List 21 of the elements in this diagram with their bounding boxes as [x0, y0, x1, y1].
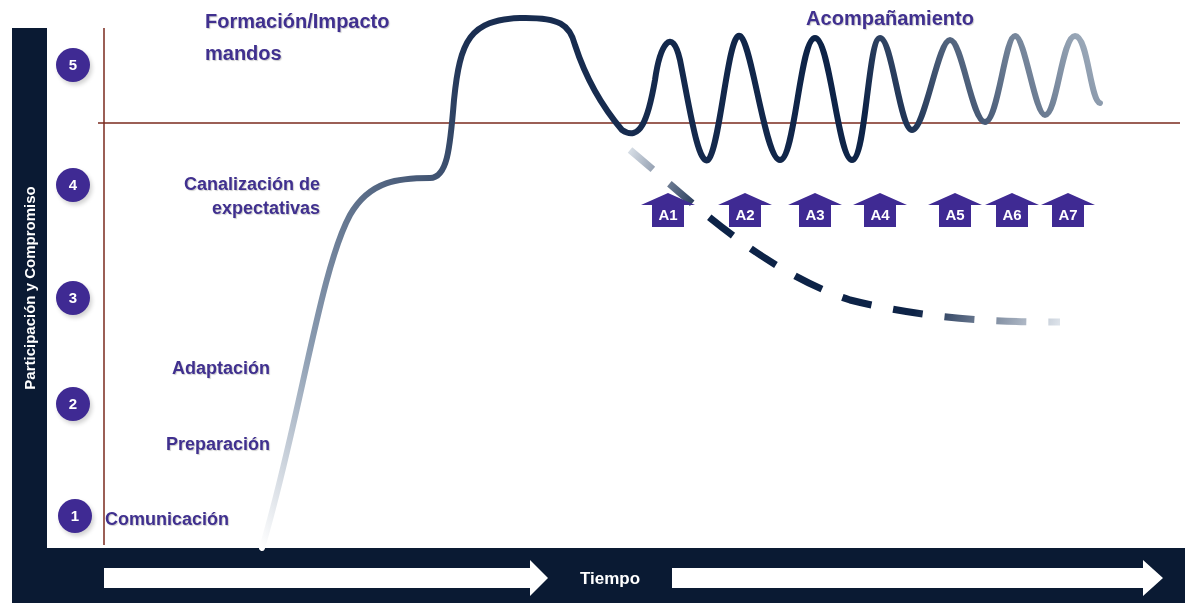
- up-arrow-marker: A7: [1041, 193, 1095, 227]
- stage-label: Comunicación: [105, 508, 230, 531]
- stage-label: Preparación: [164, 433, 270, 456]
- stage-label: Adaptación: [171, 357, 270, 380]
- up-arrow-marker: A3: [788, 193, 842, 227]
- stage-heading: Formación/Impacto: [205, 9, 391, 34]
- up-arrow-marker: A2: [718, 193, 772, 227]
- up-arrow-marker: A5: [928, 193, 982, 227]
- up-arrow-marker: A4: [853, 193, 907, 227]
- up-arrow-marker: A1: [641, 193, 695, 227]
- stage-heading: Acompañamiento: [805, 6, 975, 31]
- number-badge: 2: [56, 387, 90, 421]
- number-badge: 1: [58, 499, 92, 533]
- number-badge: 5: [56, 48, 90, 82]
- up-arrow-marker: A6: [985, 193, 1039, 227]
- stage-label: Canalización de expectativas: [182, 173, 320, 220]
- number-badge: 3: [56, 281, 90, 315]
- x-axis-title: Tiempo: [580, 568, 641, 590]
- number-badge: 4: [56, 168, 90, 202]
- y-axis-title: Participación y Compromiso: [19, 186, 39, 390]
- stage-heading: mandos: [205, 41, 283, 66]
